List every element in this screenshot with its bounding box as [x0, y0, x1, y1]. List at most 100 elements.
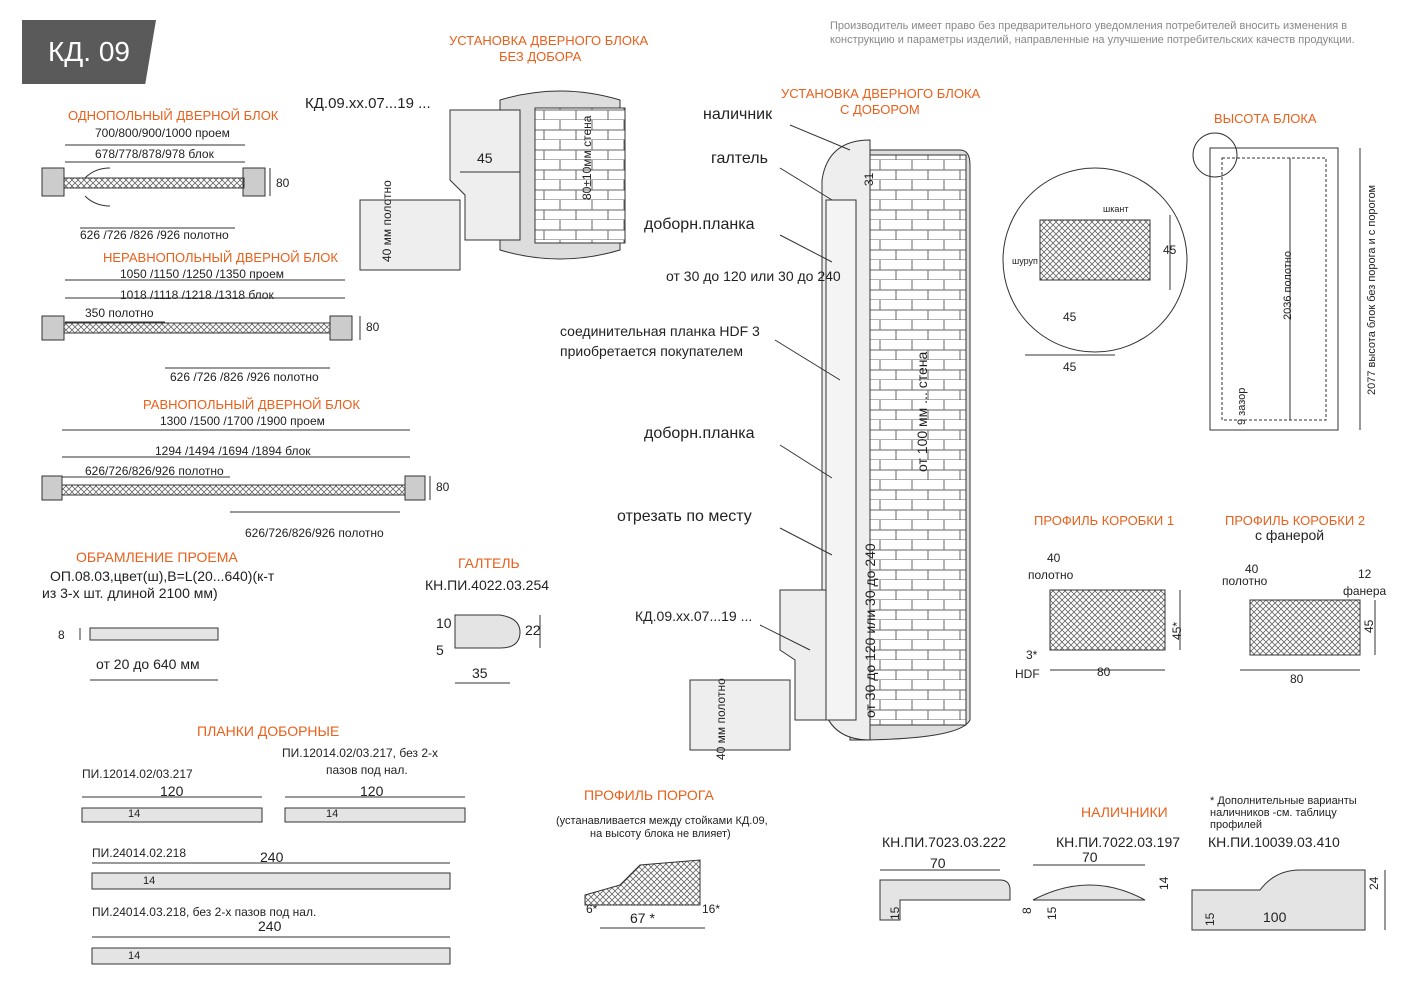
- install-no-ext-title-2: БЕЗ ДОБОРА: [499, 49, 582, 64]
- install-ext-d31: 31: [862, 172, 876, 186]
- plank3-thickness: 14: [143, 875, 156, 887]
- unequal-block-depth: 80: [366, 320, 380, 334]
- galtel-d35: 35: [472, 665, 488, 681]
- galtel-title: ГАЛТЕЛЬ: [458, 555, 520, 571]
- install-no-ext-leaf: 40 мм полотно: [380, 180, 394, 262]
- planks-title: ПЛАНКИ ДОБОРНЫЕ: [197, 723, 340, 739]
- plank4-thickness: 14: [128, 950, 141, 962]
- casing1-code: КН.ПИ.7023.03.222: [882, 834, 1007, 850]
- unequal-block-block: 1018 /1118 /1218 /1318 блок: [120, 288, 274, 302]
- install-ext-code: КД.09.хх.07...19 ...: [635, 608, 753, 624]
- height-shkant: шкант: [1103, 204, 1129, 214]
- casing3-code: КН.ПИ.10039.03.410: [1208, 834, 1340, 850]
- install-no-ext-wall: 80±10мм стена: [580, 115, 594, 200]
- threshold-note-2: на высоту блока не влияет): [590, 828, 731, 840]
- galtel-code: КН.ПИ.4022.03.254: [425, 577, 550, 593]
- single-block-block: 678/778/878/978 блок: [95, 147, 214, 161]
- framing-thickness: 8: [58, 628, 65, 642]
- threshold-d6: 6*: [586, 902, 598, 916]
- install-no-ext-d45: 45: [477, 150, 493, 166]
- plank1-width: 120: [160, 783, 184, 799]
- casings-note-3: профилей: [1210, 819, 1263, 831]
- unequal-block-small-leaf: 350 полотно: [85, 306, 154, 320]
- frame-profile-1-d45: 45*: [1170, 621, 1184, 640]
- equal-block-depth: 80: [436, 480, 450, 494]
- framing-range: от 20 до 640 мм: [96, 656, 200, 672]
- casing1-height: 15: [888, 906, 902, 920]
- equal-block-title: РАВНОПОЛЬНЫЙ ДВЕРНОЙ БЛОК: [143, 397, 360, 412]
- threshold-d16: 16*: [702, 902, 721, 916]
- install-ext-range-vert: от 30 до 120 или 30 до 240: [862, 543, 878, 718]
- frame-profile-2-title-2: с фанерой: [1255, 527, 1325, 543]
- plank3-code: ПИ.24014.02.218: [92, 846, 186, 860]
- frame-profile-2-d80: 80: [1290, 672, 1304, 686]
- frame-profile-1-d3: 3*: [1026, 648, 1038, 662]
- height-title: ВЫСОТА БЛОКА: [1214, 111, 1317, 126]
- threshold-d67: 67 *: [630, 910, 655, 926]
- plank2-code-1: ПИ.12014.02/03.217, без 2-х: [282, 746, 438, 760]
- height-d45b: 45: [1063, 310, 1077, 324]
- frame-profile-1-hdf: HDF: [1015, 667, 1040, 681]
- frame-profile-1-title: ПРОФИЛЬ КОРОБКИ 1: [1034, 513, 1175, 528]
- casings-title: НАЛИЧНИКИ: [1081, 804, 1168, 820]
- casing3-width: 100: [1263, 909, 1287, 925]
- label-range-1: от 30 до 120 или 30 до 240: [666, 268, 841, 284]
- frame-profile-2-d45: 45: [1362, 619, 1376, 633]
- install-no-ext-code: КД.09.хх.07...19 ...: [305, 95, 431, 112]
- install-ext-title-2: С ДОБОРОМ: [840, 102, 920, 117]
- equal-block-leaf-left: 626/726/826/926 полотно: [85, 464, 224, 478]
- single-block-leaf: 626 /726 /826 /926 полотно: [80, 228, 229, 242]
- height-d45c: 45: [1063, 360, 1077, 374]
- unequal-block-title: НЕРАВНОПОЛЬНЫЙ ДВЕРНОЙ БЛОК: [103, 250, 338, 265]
- framing-title: ОБРАМЛЕНИЕ ПРОЕМА: [76, 549, 238, 565]
- plank4-width: 240: [258, 918, 282, 934]
- install-ext-wall: от 100 мм ... стена: [914, 351, 930, 472]
- plank3-width: 240: [260, 849, 284, 865]
- frame-profile-2-d12: 12: [1358, 567, 1372, 581]
- galtel-d22: 22: [525, 622, 541, 638]
- height-d45a: 45: [1163, 243, 1177, 257]
- frame-profile-1-d40: 40: [1047, 551, 1061, 565]
- frame-profile-2-plywood: фанера: [1343, 584, 1387, 598]
- threshold-title: ПРОФИЛЬ ПОРОГА: [584, 787, 714, 803]
- casing2-code: КН.ПИ.7022.03.197: [1056, 834, 1181, 850]
- height-block: 2077 высота блок без порога и с порогом: [1366, 184, 1378, 395]
- equal-block-block: 1294 /1494 /1694 /1894 блок: [155, 444, 311, 458]
- plank1-code: ПИ.12014.02/03.217: [82, 767, 193, 781]
- single-block-opening: 700/800/900/1000 проем: [95, 126, 230, 140]
- height-gap: 9 зазор: [1236, 387, 1248, 425]
- unequal-block-leaf: 626 /726 /826 /926 полотно: [170, 370, 319, 384]
- label-galtel: галтель: [711, 150, 768, 167]
- plank4-code: ПИ.24014.03.218, без 2-х пазов под нал.: [92, 905, 317, 919]
- install-ext-leaf: 40 мм полотно: [714, 678, 728, 760]
- casing1-width: 70: [930, 855, 946, 871]
- label-plank-1: доборн.планка: [644, 216, 755, 233]
- galtel-d10: 10: [436, 615, 452, 631]
- single-block-title: ОДНОПОЛЬНЫЙ ДВЕРНОЙ БЛОК: [68, 108, 279, 123]
- label-cut: отрезать по месту: [617, 508, 752, 525]
- frame-profile-2-d40: 40: [1245, 562, 1259, 576]
- casing2-width: 70: [1082, 849, 1098, 865]
- casing2-height: 15: [1045, 906, 1059, 920]
- disclaimer-line-1: Производитель имеет право без предварите…: [830, 20, 1348, 32]
- frame-profile-1-leaf: полотно: [1028, 568, 1074, 582]
- casings-note-1: * Дополнительные варианты: [1210, 795, 1357, 807]
- plank2-width: 120: [360, 783, 384, 799]
- frame-profile-2-leaf: полотно: [1222, 574, 1268, 588]
- label-hdf-2: приобретается покупателем: [560, 343, 744, 359]
- framing-line-1: ОП.08.03,цвет(ш),В=L(20...640)(к-т: [50, 568, 275, 584]
- disclaimer-line-2: конструкцию и параметры изделий, направл…: [830, 34, 1355, 46]
- galtel-d5: 5: [436, 642, 444, 658]
- unequal-block-opening: 1050 /1150 /1250 /1350 проем: [120, 267, 284, 281]
- casing3-thickness: 24: [1367, 876, 1381, 890]
- model-badge: КД. 09: [22, 20, 156, 84]
- label-casing: наличник: [703, 106, 773, 123]
- frame-profile-2-title-1: ПРОФИЛЬ КОРОБКИ 2: [1225, 513, 1366, 528]
- plank2-thickness: 14: [326, 808, 339, 820]
- frame-profile-1-d80: 80: [1097, 665, 1111, 679]
- single-block-depth: 80: [276, 176, 290, 190]
- casing2-thickness: 14: [1157, 876, 1171, 890]
- label-hdf-1: соединительная планка HDF 3: [560, 323, 760, 339]
- height-leaf: 2036 полотно: [1282, 250, 1294, 320]
- framing-line-2: из 3-х шт. длиной 2100 мм): [42, 585, 218, 601]
